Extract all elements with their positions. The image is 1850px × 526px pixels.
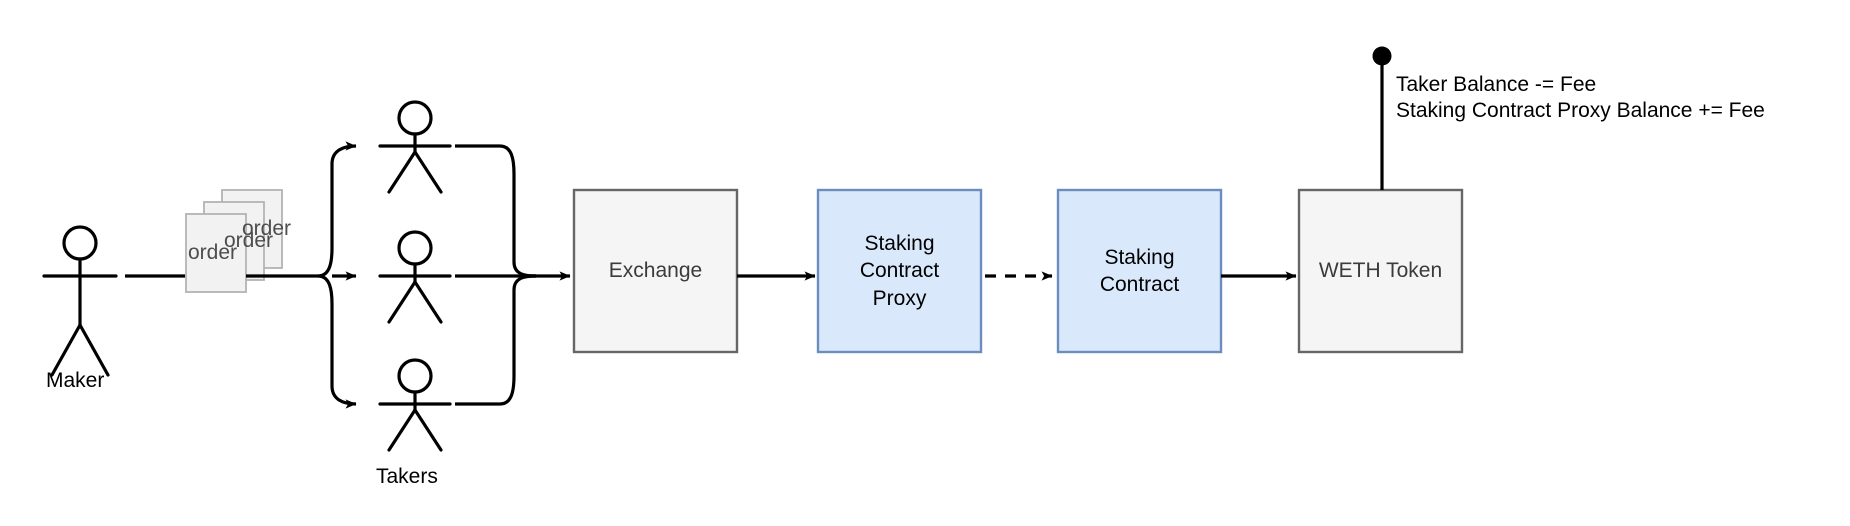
annotation-line-1: Taker Balance -= Fee — [1396, 73, 1597, 96]
maker-left-leg-line — [50, 323, 82, 377]
taker-3-head-icon — [397, 358, 433, 394]
taker-2-figure — [378, 230, 452, 324]
maker-head-icon — [62, 225, 98, 261]
edge-order-to-taker-1 — [317, 141, 357, 278]
annotation-endpoint-dot — [1372, 46, 1392, 66]
order-stack — [185, 189, 283, 293]
maker-right-leg-line — [78, 323, 110, 377]
taker-3-right-leg-line — [413, 408, 443, 452]
takers-label: Takers — [376, 465, 438, 488]
node-staking-contract-proxy[interactable] — [816, 188, 983, 354]
node-weth-token[interactable] — [1297, 188, 1464, 354]
taker-3-figure — [378, 358, 452, 452]
taker-2-head-icon — [397, 230, 433, 266]
edge-taker-3-to-merge — [455, 274, 537, 406]
edge-taker-1-to-merge — [455, 144, 537, 278]
node-staking-contract[interactable] — [1056, 188, 1223, 354]
order-card-front — [185, 213, 247, 293]
taker-1-head-icon — [397, 100, 433, 136]
taker-2-left-leg-line — [387, 280, 417, 324]
taker-3-left-leg-line — [387, 408, 417, 452]
taker-1-left-leg-line — [387, 150, 417, 194]
maker-label: Maker — [46, 369, 105, 392]
taker-1-right-leg-line — [413, 150, 443, 194]
taker-2-right-leg-line — [413, 280, 443, 324]
edge-order-to-taker-3 — [317, 274, 357, 409]
annotation-line-2: Staking Contract Proxy Balance += Fee — [1396, 99, 1765, 122]
maker-figure — [42, 225, 118, 377]
taker-1-figure — [378, 100, 452, 194]
node-exchange[interactable] — [572, 188, 739, 354]
